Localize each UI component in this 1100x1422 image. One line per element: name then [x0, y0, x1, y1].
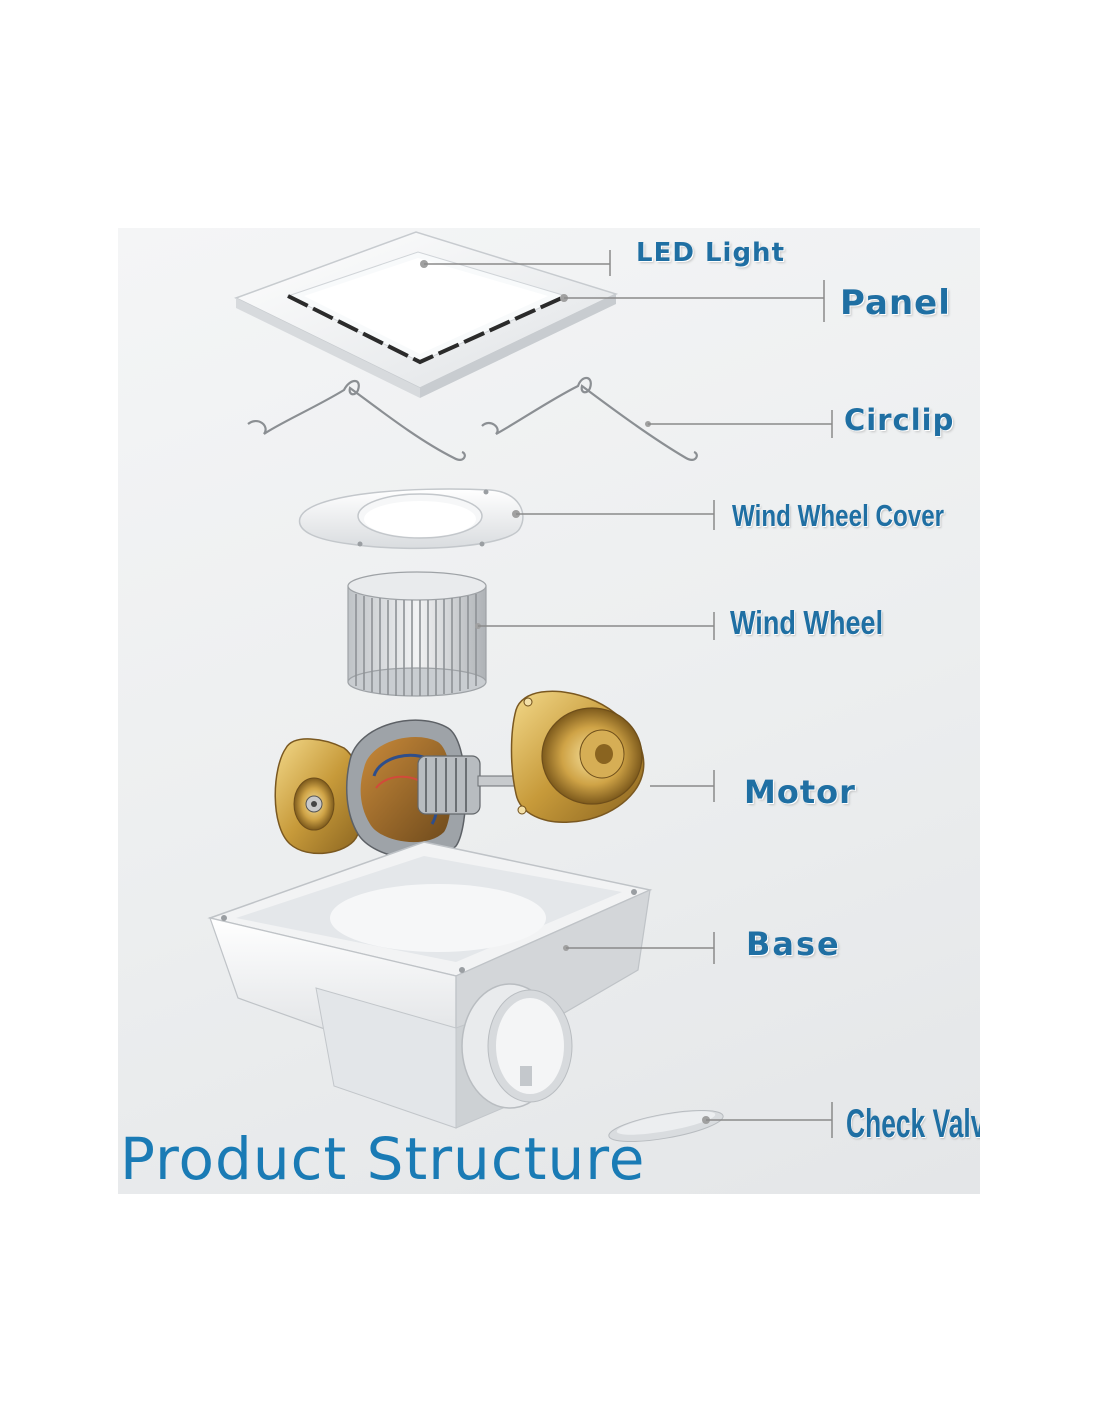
motor-part [274, 690, 645, 860]
led-light-label: LED Light [636, 238, 785, 268]
wind-wheel-cover-label: Wind Wheel Cover [732, 498, 945, 533]
wind-wheel-label: Wind Wheel [730, 604, 884, 641]
check-valve-label: Check Valve [846, 1102, 980, 1146]
circlip-part [247, 376, 698, 461]
check-valve-part [608, 1109, 724, 1143]
base-part [207, 841, 653, 1129]
diagram-title: Product Structure [120, 1125, 646, 1193]
motor-label: Motor [744, 773, 856, 811]
wind-wheel-part [347, 571, 487, 697]
wind-wheel-cover-part [298, 488, 524, 550]
exploded-view-illustration [207, 231, 833, 1143]
base-label: Base [746, 925, 841, 963]
product-structure-diagram: LED Light Panel Circlip Wind Wheel Cover… [118, 228, 980, 1194]
panel-part [234, 231, 619, 398]
leader-lines [420, 250, 833, 1138]
circlip-label: Circlip [844, 403, 955, 437]
panel-label: Panel [840, 283, 951, 323]
